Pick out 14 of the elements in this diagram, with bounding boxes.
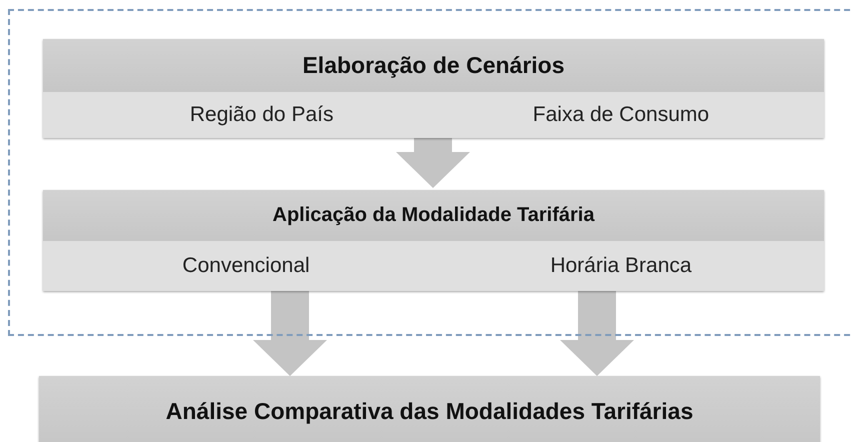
- block-arrow: [396, 136, 470, 188]
- process-box: [43, 39, 824, 138]
- option-label: Região do País: [190, 103, 334, 127]
- option-label: Horária Branca: [550, 254, 692, 278]
- box-heading: Aplicação da Modalidade Tarifária: [272, 204, 594, 227]
- option-label: Convencional: [182, 254, 310, 278]
- block-arrow: [253, 289, 327, 376]
- process-box: [43, 190, 824, 291]
- block-arrow: [560, 289, 634, 376]
- option-label: Faixa de Consumo: [532, 103, 710, 127]
- box-heading: Análise Comparativa das Modalidades Tarifárias: [166, 398, 694, 424]
- box-heading: Elaboração de Cenários: [302, 52, 565, 79]
- dashed-frame: [8, 9, 852, 336]
- process-box: [39, 376, 820, 442]
